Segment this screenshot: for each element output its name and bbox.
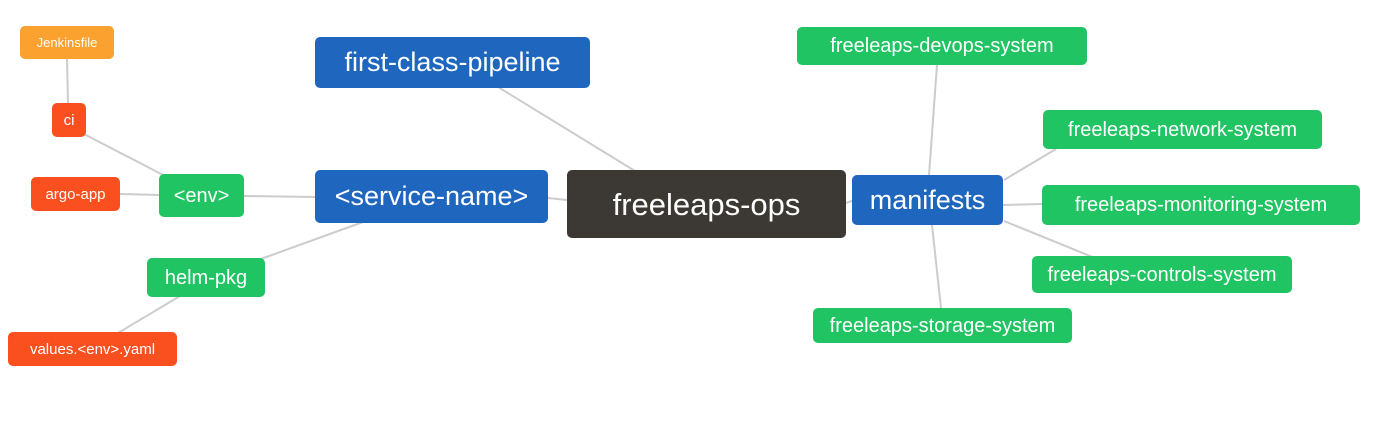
- node-values-env-yaml[interactable]: values.<env>.yaml: [8, 332, 177, 366]
- node-service-name[interactable]: <service-name>: [315, 170, 548, 223]
- edge-service-name-helm-pkg: [257, 221, 364, 261]
- edge-manifests-storage: [931, 224, 942, 309]
- node-ci[interactable]: ci: [52, 103, 86, 137]
- node-argo-app[interactable]: argo-app: [31, 177, 120, 211]
- edge-jenkinsfile-ci: [66, 58, 69, 104]
- edge-manifests-network: [1003, 148, 1057, 181]
- edge-ci-env: [83, 133, 166, 177]
- edge-argo-app-env: [119, 193, 160, 196]
- edge-manifests-devops: [928, 64, 938, 176]
- edge-pipeline-freeleaps-ops: [497, 86, 636, 172]
- edge-env-service-name: [243, 195, 316, 198]
- edge-service-name-freeleaps-ops: [547, 197, 568, 201]
- node-first-class-pipeline[interactable]: first-class-pipeline: [315, 37, 590, 88]
- node-env[interactable]: <env>: [159, 174, 244, 217]
- node-helm-pkg[interactable]: helm-pkg: [147, 258, 265, 297]
- edge-manifests-controls: [1003, 220, 1096, 259]
- node-jenkinsfile[interactable]: Jenkinsfile: [20, 26, 114, 59]
- node-freeleaps-monitoring-system[interactable]: freeleaps-monitoring-system: [1042, 185, 1360, 225]
- edge-manifests-monitoring: [1002, 203, 1043, 206]
- edge-freeleaps-ops-manifests: [845, 200, 853, 204]
- node-freeleaps-controls-system[interactable]: freeleaps-controls-system: [1032, 256, 1292, 293]
- node-freeleaps-storage-system[interactable]: freeleaps-storage-system: [813, 308, 1072, 343]
- node-freeleaps-ops-root[interactable]: freeleaps-ops: [567, 170, 846, 238]
- edge-helm-pkg-values: [117, 295, 181, 334]
- node-freeleaps-network-system[interactable]: freeleaps-network-system: [1043, 110, 1322, 149]
- node-freeleaps-devops-system[interactable]: freeleaps-devops-system: [797, 27, 1087, 65]
- node-manifests[interactable]: manifests: [852, 175, 1003, 225]
